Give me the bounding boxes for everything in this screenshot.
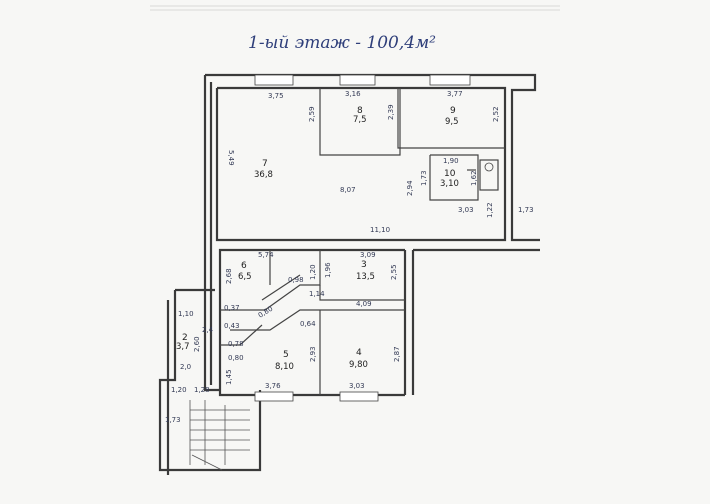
room-5-number: 5 (283, 350, 289, 360)
dim-label: 1,28 (194, 386, 210, 394)
room-3-number: 3 (361, 260, 367, 270)
windows-bottom (254, 391, 379, 402)
room-8-number: 8 (357, 106, 363, 116)
dim-label: 1,45 (225, 369, 233, 385)
room-6-area: 6,5 (238, 272, 252, 282)
dim-label: 3,09 (360, 251, 376, 259)
room-2-number: 2 (182, 333, 188, 343)
dim-label: 3,16 (345, 90, 361, 98)
dim-label: 5,49 (227, 150, 235, 166)
top-hatch (150, 5, 560, 11)
dim-label: 2,87 (393, 346, 401, 362)
dim-label: 0,64 (300, 320, 316, 328)
room-5-area: 8,10 (275, 362, 294, 372)
dim-label: 1,73 (518, 206, 534, 214)
dim-label: 5,74 (258, 251, 274, 259)
dim-label: 1,62 (470, 170, 478, 186)
dim-label: 1,90 (443, 157, 459, 165)
dim-label: 1,20 (309, 264, 317, 280)
dim-label: 1,10 (178, 310, 194, 318)
room-4-number: 4 (356, 348, 362, 358)
dim-label: 2,68 (225, 268, 233, 284)
room-2-area: 3,7 (176, 342, 190, 352)
dim-label: 0,80 (228, 354, 244, 362)
dim-label: 2,52 (492, 106, 500, 122)
dim-label: 1,73 (165, 416, 181, 424)
room-8-area: 7,5 (353, 115, 367, 125)
dim-label: 3,77 (447, 90, 463, 98)
dim-label: 0,43 (224, 322, 240, 330)
dim-label: 0,80 (257, 305, 274, 320)
dim-label: 2,0 (180, 363, 191, 371)
dim-label: 0,37 (224, 304, 240, 312)
dim-label: 4,09 (356, 300, 372, 308)
room-3-area: 13,5 (356, 272, 375, 282)
dim-label: 2,60 (193, 336, 201, 352)
room-9-number: 9 (450, 106, 456, 116)
room-10-area: 3,10 (440, 179, 459, 189)
dim-label: 1,73 (420, 170, 428, 186)
dim-label: 8,07 (340, 186, 356, 194)
dim-label: 3,03 (458, 206, 474, 214)
dim-label: 0,98 (288, 276, 304, 284)
interior-walls-bottom (220, 250, 405, 395)
dim-label: 1,96 (324, 262, 332, 278)
room-7-number: 7 (262, 159, 268, 169)
dim-label: 2,94 (406, 180, 414, 196)
dim-label: 2,4 (202, 326, 214, 334)
room-labels: 7 36,8 8 7,5 9 9,5 10 3,10 6 6,5 3 13,5 … (176, 106, 459, 372)
floor-title: 1-ый этаж - 100,4м² (248, 33, 436, 53)
dim-label: 2,93 (309, 346, 317, 362)
room-6-number: 6 (241, 261, 247, 271)
dim-label: 0,78 (228, 340, 244, 348)
dim-label: 1,22 (486, 202, 494, 218)
dim-label: 3,03 (349, 382, 365, 390)
outer-walls (158, 73, 540, 475)
room-10-number: 10 (444, 169, 456, 179)
dim-label: 2,59 (308, 106, 316, 122)
room-9-area: 9,5 (445, 117, 459, 127)
room-4-area: 9,80 (349, 360, 368, 370)
windows-top (254, 74, 471, 86)
interior-walls-top (319, 88, 505, 201)
dim-label: 3,76 (265, 382, 281, 390)
dim-label: 2,39 (387, 104, 395, 120)
dim-label: 1,20 (171, 386, 187, 394)
dim-label: 3,75 (268, 92, 284, 100)
dim-label: 1,14 (309, 290, 325, 298)
dim-label: 2,55 (390, 264, 398, 280)
dim-label: 11,10 (370, 226, 390, 234)
room-7-area: 36,8 (254, 170, 273, 180)
stairs (189, 400, 250, 471)
dimension-labels: 3,75 3,16 3,77 2,59 2,39 2,52 5,49 8,07 … (165, 90, 534, 424)
